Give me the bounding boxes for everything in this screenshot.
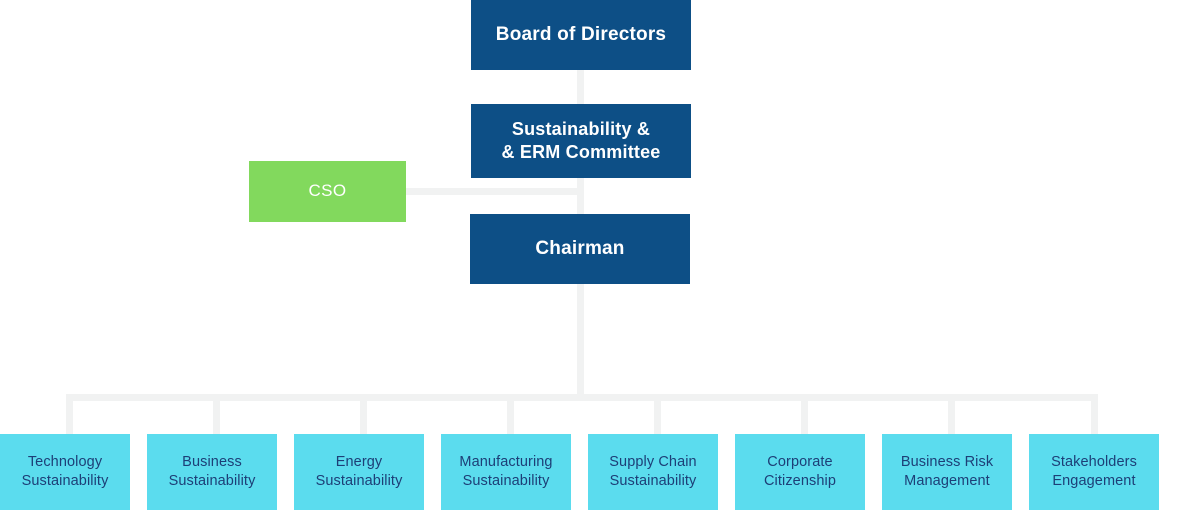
connector-drop-energy-sustainability (360, 394, 367, 434)
node-cso-label: CSO (308, 181, 347, 201)
node-chairman-label: Chairman (535, 237, 625, 259)
node-technology-sustainability-label: Technology Sustainability (21, 454, 109, 489)
connector-drop-manufacturing-sustainability (507, 394, 514, 434)
node-sustainability-erm-committee-label: Sustainability & & ERM Committee (501, 118, 661, 162)
node-chairman[interactable]: Chairman (470, 214, 690, 284)
connector-drop-stakeholders-engagement (1091, 394, 1098, 434)
connector-committee-to-chairman (577, 178, 584, 215)
node-technology-sustainability[interactable]: Technology Sustainability (0, 434, 130, 510)
node-energy-sustainability-label: Energy Sustainability (315, 454, 403, 489)
node-manufacturing-sustainability[interactable]: Manufacturing Sustainability (441, 434, 571, 510)
node-board-of-directors-label: Board of Directors (495, 23, 667, 45)
node-supply-chain-sustainability[interactable]: Supply Chain Sustainability (588, 434, 718, 510)
connector-drop-supply-chain-sustainability (654, 394, 661, 434)
node-corporate-citizenship-label: Corporate Citizenship (763, 454, 837, 489)
node-energy-sustainability[interactable]: Energy Sustainability (294, 434, 424, 510)
node-business-risk-management-label: Business Risk Management (900, 454, 994, 489)
node-business-sustainability-label: Business Sustainability (168, 454, 256, 489)
node-cso[interactable]: CSO (249, 161, 406, 222)
node-board-of-directors[interactable]: Board of Directors (471, 0, 691, 70)
node-supply-chain-sustainability-label: Supply Chain Sustainability (609, 454, 697, 489)
node-manufacturing-sustainability-label: Manufacturing Sustainability (459, 454, 553, 489)
connector-drop-business-risk-management (948, 394, 955, 434)
node-stakeholders-engagement-label: Stakeholders Engagement (1051, 454, 1137, 489)
node-business-sustainability[interactable]: Business Sustainability (147, 434, 277, 510)
node-business-risk-management[interactable]: Business Risk Management (882, 434, 1012, 510)
connector-chairman-trunk (577, 284, 584, 394)
node-sustainability-erm-committee[interactable]: Sustainability & & ERM Committee (471, 104, 691, 178)
node-corporate-citizenship[interactable]: Corporate Citizenship (735, 434, 865, 510)
node-stakeholders-engagement[interactable]: Stakeholders Engagement (1029, 434, 1159, 510)
connector-drop-technology-sustainability (66, 394, 73, 434)
connector-board-to-committee (577, 70, 584, 105)
connector-cso-to-spine (406, 188, 578, 195)
connector-drop-business-sustainability (213, 394, 220, 434)
connector-drop-corporate-citizenship (801, 394, 808, 434)
connector-pillar-distribution-bar (66, 394, 1098, 401)
